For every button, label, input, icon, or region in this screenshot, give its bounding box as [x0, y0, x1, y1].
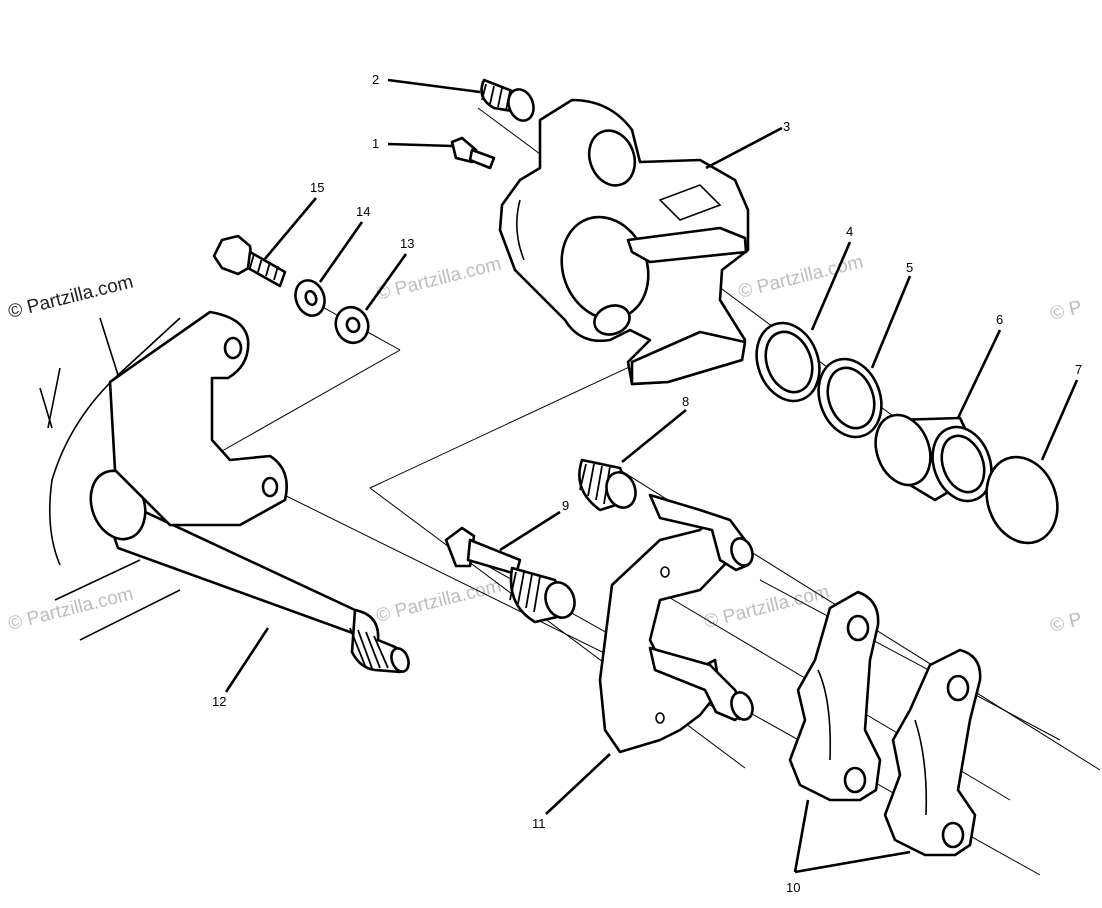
watermark-center: © Partzilla.com: [374, 254, 503, 305]
part-3-caliper-body: [498, 98, 750, 386]
watermark-lower-right: © Partzilla.com: [702, 582, 831, 633]
callout-7: 7: [1075, 362, 1082, 377]
callout-8: 8: [682, 394, 689, 409]
callout-4: 4: [846, 224, 853, 239]
callout-2: 2: [372, 72, 379, 87]
watermark-main: © Partzilla.com: [6, 272, 135, 323]
part-14-lock-washer: [294, 279, 326, 317]
part-4-piston-seal: [755, 321, 821, 403]
mounting-bracket-frame: [39, 310, 288, 641]
callout-9: 9: [562, 498, 569, 513]
part-7-cap: [985, 455, 1059, 545]
watermark-edge-right-lower: © P: [1048, 609, 1084, 637]
callout-3: 3: [783, 119, 790, 134]
part-1-bleeder-valve: [450, 136, 496, 170]
part-12-slide-pin: [89, 469, 410, 674]
watermark-lower-left: © Partzilla.com: [6, 584, 135, 635]
callout-5: 5: [906, 260, 913, 275]
callout-labels: 2 1 3 4 5 6 7 8 9 10 11 12 13 14 15: [212, 72, 1082, 895]
watermark-edge-right: © P: [1048, 297, 1084, 325]
part-10-brake-pads: [788, 590, 982, 857]
watermark-lower-center: © Partzilla.com: [374, 576, 503, 627]
part-13-flat-washer: [334, 305, 370, 345]
watermark-upper-right: © Partzilla.com: [736, 252, 865, 303]
callout-1: 1: [372, 136, 379, 151]
part-2-bleeder-cap: [480, 78, 535, 122]
callout-13: 13: [400, 236, 414, 251]
callout-6: 6: [996, 312, 1003, 327]
callout-15: 15: [310, 180, 324, 195]
part-9-slide-pin: [444, 526, 576, 624]
leader-lines: [224, 78, 1079, 874]
part-15-bolt: [212, 234, 287, 288]
callout-12: 12: [212, 694, 226, 709]
part-11-caliper-bracket: [598, 493, 754, 754]
callout-11: 11: [532, 816, 546, 831]
part-6-piston: [874, 413, 993, 503]
part-5-dust-seal: [817, 357, 883, 439]
part-8-pin-boot: [578, 458, 637, 512]
callout-14: 14: [356, 204, 370, 219]
callout-10: 10: [786, 880, 800, 895]
